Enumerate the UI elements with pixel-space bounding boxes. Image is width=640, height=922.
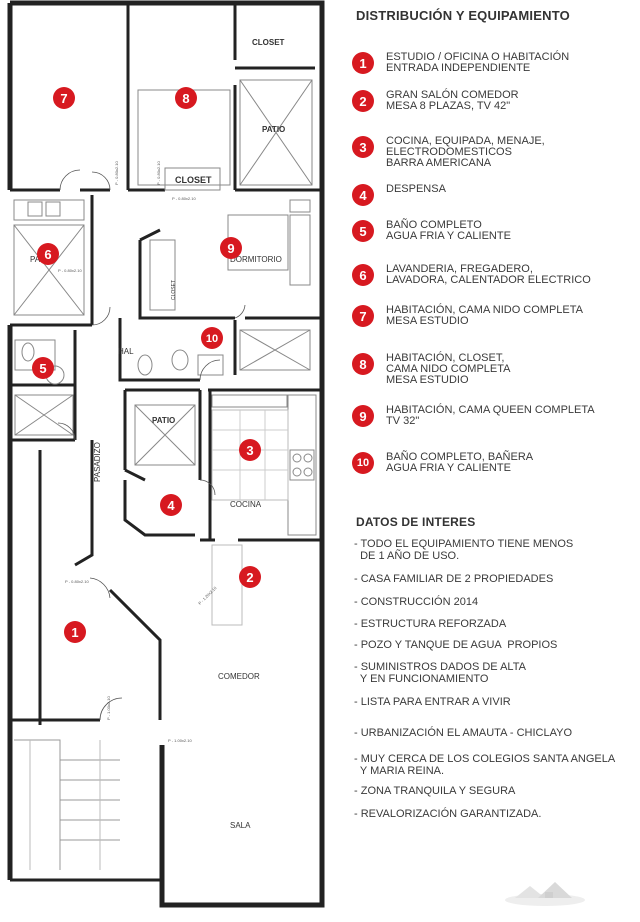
room-label-patio-top: PATIO xyxy=(262,125,285,134)
svg-text:2: 2 xyxy=(246,570,253,585)
legend-item-6: 6 LAVANDERIA, FREGADERO,LAVADORA, CALENTA… xyxy=(352,264,591,286)
svg-text:P - 1.20x2.10: P - 1.20x2.10 xyxy=(197,585,218,606)
svg-text:P - 0.80x2.10: P - 0.80x2.10 xyxy=(156,161,161,185)
legend-badge-3: 3 xyxy=(352,136,374,158)
datos-item: - CASA FAMILIAR DE 2 PROPIEDADES xyxy=(354,573,554,585)
room-label-pasadizo: PASADIZO xyxy=(93,442,102,482)
legend-badge-9: 9 xyxy=(352,405,374,427)
room-label-closet-mid: CLOSET xyxy=(175,175,212,185)
marker-8: 8 xyxy=(175,87,197,109)
room-label-closet-vert: CLOSET xyxy=(171,280,177,300)
datos-item: - REVALORIZACIÓN GARANTIZADA. xyxy=(354,808,542,820)
legend-item-text: LAVANDERIA, FREGADERO,LAVADORA, CALENTAD… xyxy=(386,263,591,286)
floor-plan: P - 0.80x2.10 P - 0.80x2.10 P - 0.80x2.1… xyxy=(7,0,325,908)
legend-panel: DISTRIBUCIÓN Y EQUIPAMIENTO 1 ESTUDIO / O… xyxy=(352,0,637,922)
marker-4: 4 xyxy=(160,494,182,516)
datos-item: - MUY CERCA DE LOS COLEGIOS SANTA ANGELA… xyxy=(354,753,616,777)
legend-badge-1: 1 xyxy=(352,52,374,74)
svg-text:9: 9 xyxy=(227,241,234,256)
svg-text:8: 8 xyxy=(182,91,189,106)
svg-text:6: 6 xyxy=(44,247,51,262)
legend-item-3: 3 COCINA, EQUIPADA, MENAJE,ELECTRODOMESTI… xyxy=(352,136,545,169)
marker-10: 10 xyxy=(201,327,223,349)
legend-badge-4: 4 xyxy=(352,184,374,206)
legend-item-4: 4 DESPENSA xyxy=(352,184,446,206)
room-label-cocina: COCINA xyxy=(230,500,262,509)
legend-badge-10: 10 xyxy=(352,452,374,474)
marker-9: 9 xyxy=(220,237,242,259)
datos-title: DATOS DE INTERES xyxy=(356,515,476,529)
house-logo-icon xyxy=(505,882,585,906)
svg-text:P - 0.80x2.10: P - 0.80x2.10 xyxy=(114,161,119,185)
svg-text:10: 10 xyxy=(206,333,218,345)
marker-7: 7 xyxy=(53,87,75,109)
svg-text:4: 4 xyxy=(167,498,175,513)
legend-badge-2: 2 xyxy=(352,90,374,112)
svg-text:P - 0.80x2.10: P - 0.80x2.10 xyxy=(172,196,196,201)
svg-text:3: 3 xyxy=(246,443,253,458)
svg-text:P - 1.00x2.10: P - 1.00x2.10 xyxy=(106,696,111,720)
marker-6: 6 xyxy=(37,243,59,265)
datos-item: - URBANIZACIÓN EL AMAUTA - CHICLAYO xyxy=(354,727,572,739)
datos-item: - POZO Y TANQUE DE AGUA PROPIOS xyxy=(354,639,558,651)
room-label-patio-center: PATIO xyxy=(152,416,175,425)
svg-text:P - 0.80x2.10: P - 0.80x2.10 xyxy=(65,579,89,584)
marker-1: 1 xyxy=(64,621,86,643)
room-label-sala: SALA xyxy=(230,821,251,830)
room-label-closet-top: CLOSET xyxy=(252,38,285,47)
marker-2: 2 xyxy=(239,566,261,588)
marker-3: 3 xyxy=(239,439,261,461)
legend-badge-8: 8 xyxy=(352,353,374,375)
svg-text:1: 1 xyxy=(71,625,78,640)
legend-badge-6: 6 xyxy=(352,264,374,286)
legend-title: DISTRIBUCIÓN Y EQUIPAMIENTO xyxy=(356,8,570,23)
marker-5: 5 xyxy=(32,357,54,379)
datos-item: - LISTA PARA ENTRAR A VIVIR xyxy=(354,696,511,708)
legend-badge-5: 5 xyxy=(352,220,374,242)
legend-item-text: COCINA, EQUIPADA, MENAJE,ELECTRODOMESTIC… xyxy=(386,135,545,169)
legend-item-text: DESPENSA xyxy=(386,183,446,195)
datos-item: - TODO EL EQUIPAMIENTO TIENE MENOS DE 1 … xyxy=(354,538,574,562)
datos-item: - ESTRUCTURA REFORZADA xyxy=(354,618,507,630)
datos-item: - ZONA TRANQUILA Y SEGURA xyxy=(354,785,516,797)
room-label-hal: HAL xyxy=(118,347,134,356)
legend-badge-7: 7 xyxy=(352,305,374,327)
svg-text:7: 7 xyxy=(60,91,67,106)
room-label-comedor: COMEDOR xyxy=(218,672,260,681)
room-label-patio-left: PA xyxy=(30,255,41,264)
room-label-dormitorio: DORMITORIO xyxy=(230,255,282,264)
svg-text:5: 5 xyxy=(39,361,46,376)
datos-item: - SUMINISTROS DADOS DE ALTA Y EN FUNCION… xyxy=(354,661,526,685)
svg-text:P - 1.00x2.10: P - 1.00x2.10 xyxy=(168,738,192,743)
svg-text:P - 0.80x2.10: P - 0.80x2.10 xyxy=(58,268,82,273)
datos-item: - CONSTRUCCIÓN 2014 xyxy=(354,596,479,608)
